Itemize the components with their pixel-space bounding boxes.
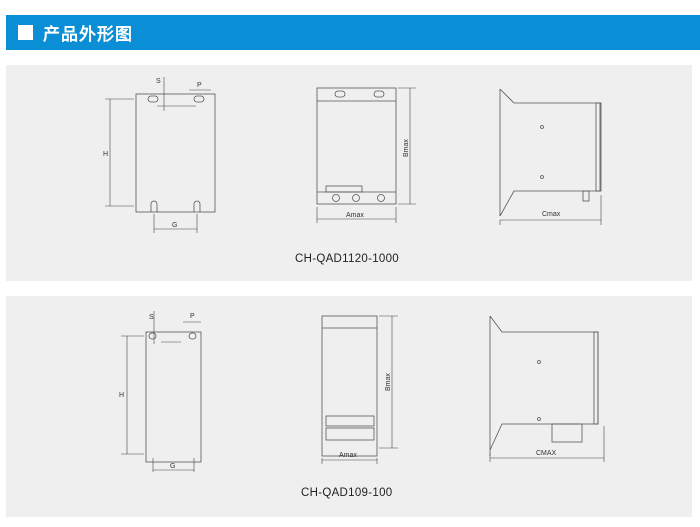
dim-s: S [156, 78, 161, 85]
side-view: CMAX [489, 315, 605, 462]
dim-bmax: Bmax [385, 373, 392, 391]
square-icon [18, 25, 33, 40]
section-header: 产品外形图 [6, 15, 700, 50]
dim-h: H [119, 392, 124, 399]
dim-s: S [149, 314, 154, 321]
dim-cmax: CMAX [536, 450, 557, 457]
dim-cmax: Cmax [542, 211, 561, 218]
top-view: Amax Bmax [321, 315, 398, 464]
side-view: Cmax [499, 88, 602, 225]
product-panel-2: H S P G Amax Bmax [6, 296, 692, 517]
dim-amax: Amax [346, 212, 364, 219]
dim-h: H [103, 151, 108, 158]
dim-g: G [172, 222, 177, 229]
dim-bmax: Bmax [403, 139, 410, 157]
front-view: H S P G [119, 311, 202, 472]
drawing-ch-qad109-100: H S P G Amax Bmax [119, 311, 605, 472]
dim-amax: Amax [339, 452, 357, 459]
dim-p: P [190, 313, 195, 320]
dim-p: P [197, 82, 202, 89]
model-label: CH-QAD1120-1000 [295, 253, 400, 265]
drawing-ch-qad1120-1000: H S P G Amax Bm [103, 77, 602, 233]
product-panel-1: H S P G Amax Bm [6, 65, 692, 281]
section-title: 产品外形图 [43, 25, 133, 44]
top-view: Amax Bmax [316, 87, 416, 223]
dim-g: G [170, 463, 175, 470]
model-label: CH-QAD109-100 [301, 487, 393, 499]
front-view: H S P G [103, 77, 216, 233]
